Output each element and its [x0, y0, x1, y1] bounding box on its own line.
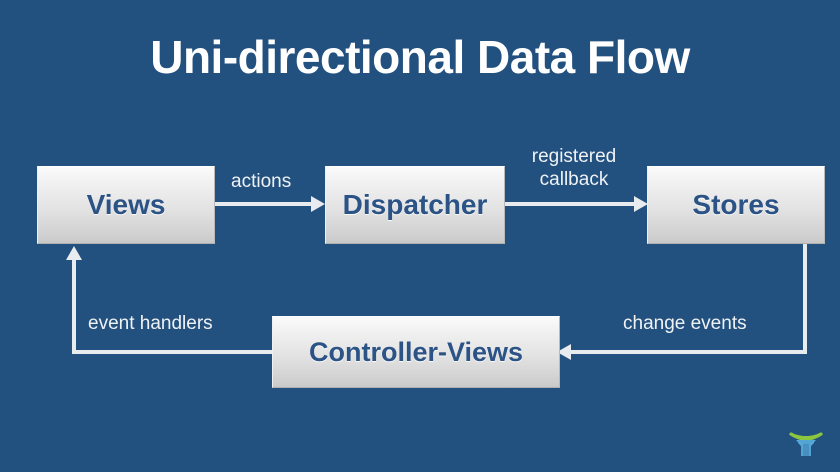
connector-event-vertical-line — [72, 258, 76, 354]
connector-change-arrowhead-icon — [557, 344, 571, 360]
edge-label-actions: actions — [231, 171, 292, 192]
node-controller-views[interactable]: Controller-Views — [272, 316, 560, 388]
node-views[interactable]: Views — [37, 166, 215, 244]
brand-logo-icon — [789, 432, 823, 456]
connector-actions-line — [215, 202, 315, 206]
edge-label-callback: registered callback — [531, 146, 617, 190]
node-dispatcher[interactable]: Dispatcher — [325, 166, 505, 244]
connector-actions-arrowhead-icon — [311, 196, 325, 212]
edge-label-event-handlers: event handlers — [88, 313, 213, 334]
connector-callback-line — [505, 202, 638, 206]
connector-change-vertical-line — [803, 244, 807, 354]
edge-label-change-events: change events — [623, 313, 747, 334]
connector-change-horizontal-line — [570, 350, 807, 354]
connector-event-arrowhead-icon — [66, 246, 82, 260]
node-stores[interactable]: Stores — [647, 166, 825, 244]
connector-callback-arrowhead-icon — [634, 196, 648, 212]
page-title: Uni-directional Data Flow — [150, 31, 690, 83]
connector-event-horizontal-line — [72, 350, 275, 354]
